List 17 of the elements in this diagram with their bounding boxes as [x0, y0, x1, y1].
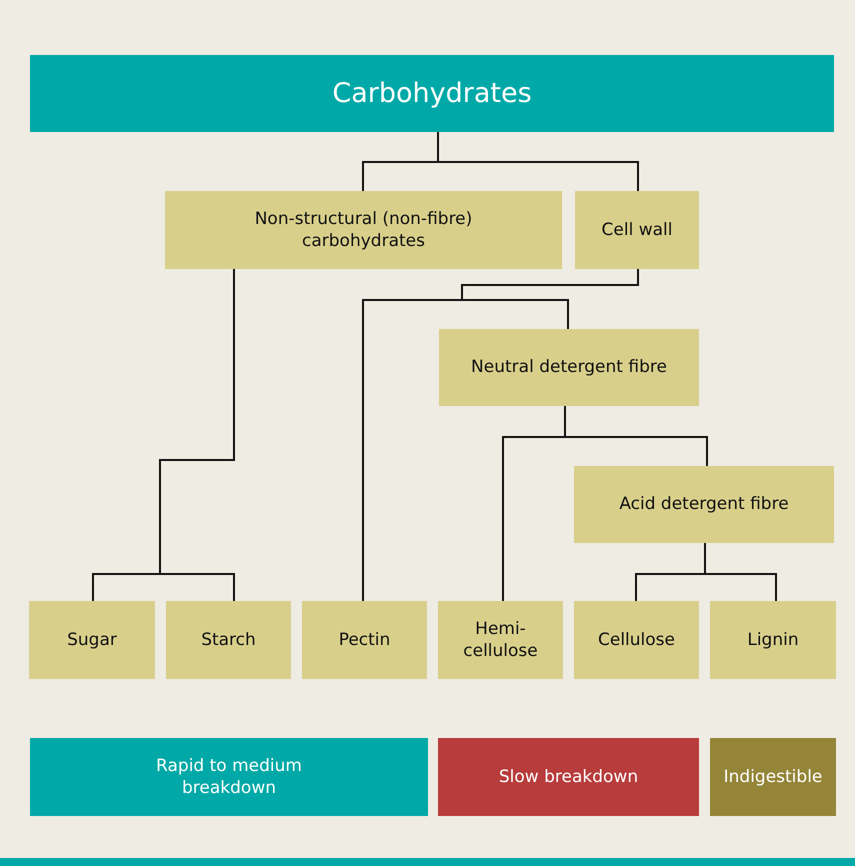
connector-line [437, 132, 639, 191]
category-box: Cellulose [574, 601, 699, 679]
category-band: Indigestible [710, 738, 836, 816]
category-box: Neutral detergent fibre [439, 329, 699, 406]
title-box: Carbohydrates [30, 55, 834, 132]
category-box: Lignin [710, 601, 836, 679]
category-box: Hemi- cellulose [438, 601, 563, 679]
category-box: Cell wall [575, 191, 699, 269]
category-box: Acid detergent fibre [574, 466, 834, 543]
connector-line [461, 269, 639, 329]
category-band: Rapid to medium breakdown [30, 738, 428, 816]
category-box: Starch [166, 601, 291, 679]
category-box: Pectin [302, 601, 427, 679]
category-band: Slow breakdown [438, 738, 699, 816]
category-box: Sugar [29, 601, 155, 679]
connector-line [704, 543, 777, 601]
category-box: Non-structural (non-fibre) carbohydrates [165, 191, 562, 269]
